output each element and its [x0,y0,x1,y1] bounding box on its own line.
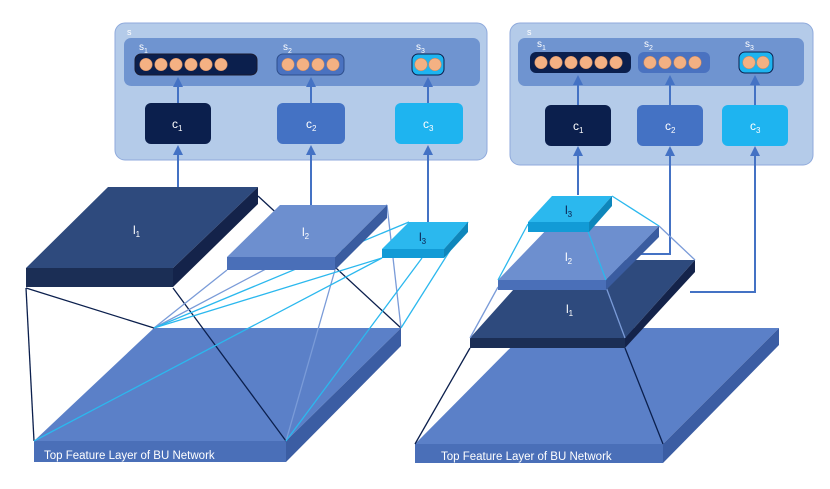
right-g2-dot [673,55,687,70]
left-g1-dot [169,57,183,72]
right-g2-dot [688,55,702,70]
left-g1-dot [139,57,153,72]
right-layer-1-label: l1 [566,302,574,318]
left-layer-3: l3 [382,222,468,258]
left-group-1: s1 [134,42,258,76]
left-container-label: s [127,27,132,37]
left-g3-dot [428,57,442,72]
left-base-label: Top Feature Layer of BU Network [44,450,215,462]
left-layer-2-label: l2 [302,225,310,241]
left-g2-dot [311,57,325,72]
right-g1-dot [549,55,563,70]
right-g2-dot [643,55,657,70]
right-classifier-3 [722,105,788,146]
left-g1-dot [199,57,213,72]
left-layer-3-label: l3 [419,230,427,246]
left-g1-dot [154,57,168,72]
right-container-label: s [527,27,532,37]
right-group-3: s3 [738,39,774,74]
left-g3-dot [414,57,428,72]
left-classifier-2 [277,103,345,144]
right-classifier-1-label: c1 [573,119,584,135]
left-classifier-2-label: c2 [306,117,317,133]
left-g1-dot [184,57,198,72]
right-g3-dot [742,55,756,70]
right-group-2-label: s2 [644,39,653,52]
right-layer-3: l3 [528,196,612,232]
right-g2-dot [658,55,672,70]
left-layer-1-label: l1 [133,223,141,239]
right-g1-dot [564,55,578,70]
left-layer-1: l1 [26,187,258,287]
left-group-3-label: s3 [416,42,425,55]
left-classifier-3 [395,103,463,144]
left-g2-dot [326,57,340,72]
left-group-2-box [276,53,345,76]
right-group-1: s1 [530,39,631,73]
left-group-3: s3 [411,42,445,76]
right-group-3-label: s3 [745,39,754,52]
right-g3-dot [756,55,770,70]
left-classifier-3-label: c3 [423,117,434,133]
left-group-2-label: s2 [283,42,292,55]
right-g1-dot [579,55,593,70]
right-g1-dot [534,55,548,70]
right-g1-dot [594,55,608,70]
left-g2-dot [296,57,310,72]
left-classifier-1-label: c1 [172,117,183,133]
right-layer-2-label: l2 [565,250,573,266]
right-layer-2: l2 [498,226,659,290]
right-classifier-2 [637,105,703,146]
right-layer-3-label: l3 [565,203,573,219]
right-group-1-label: s1 [537,39,546,52]
left-g2-dot [281,57,295,72]
right-classifier-1 [545,105,611,146]
right-diagram: s s1 s2 [414,22,814,463]
right-base-slab [415,328,779,463]
right-group-2: s2 [638,39,710,73]
right-base-label: Top Feature Layer of BU Network [441,451,612,463]
left-diagram: s s1 s2 [25,22,488,462]
left-group-1-label: s1 [139,42,148,55]
right-classifier-3-label: c3 [750,119,761,135]
left-group-2: s2 [276,42,345,76]
left-g1-dot [214,57,228,72]
right-classifier-2-label: c2 [665,119,676,135]
right-g1-dot [609,55,623,70]
left-layer-2: l2 [227,205,387,270]
left-base-slab [34,328,401,462]
left-classifier-1 [145,103,211,144]
